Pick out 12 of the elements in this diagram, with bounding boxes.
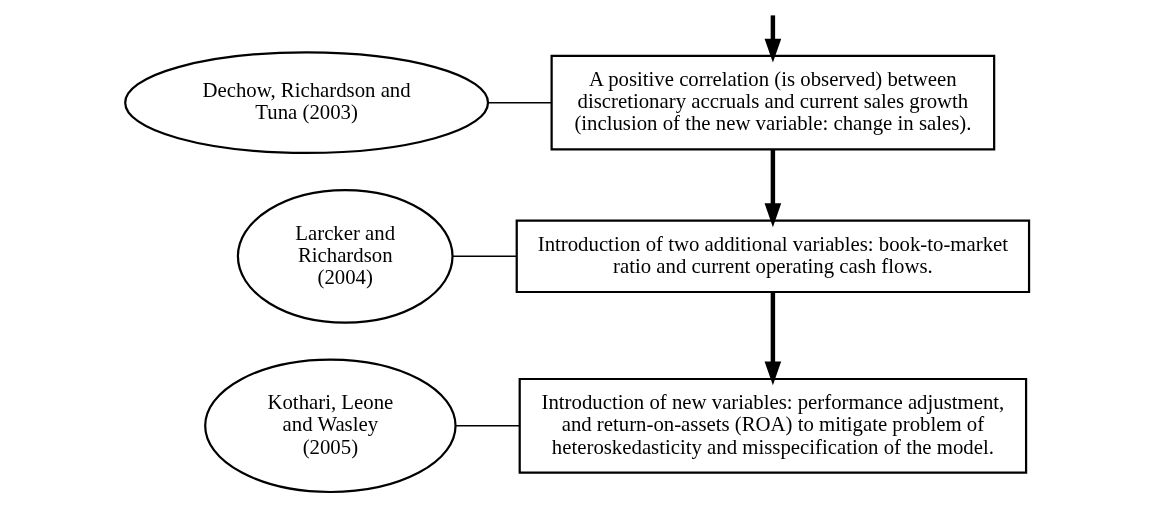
arrow [764, 149, 781, 228]
node-box: Introduction of new variables: performance adjustment, and return-on-assets (ROA) to mitigate problem of heteroskedasticity and misspecification of the model. [518, 377, 1027, 474]
arrow [764, 292, 781, 386]
connector [454, 425, 520, 427]
node-ellipse: Dechow, Richardson and Tuna (2003) [123, 51, 489, 155]
node-ellipse: Kothari, Leone and Wasley (2005) [203, 358, 457, 494]
connector [487, 101, 552, 104]
node-box: A positive correlation (is observed) between discretionary accruals and current sales growth (inclusion of the new variable: change in sales). [550, 54, 995, 151]
node-box: Introduction of two additional variables: book-to-market ratio and current operating cash flows. [515, 219, 1030, 294]
arrow [764, 15, 781, 63]
node-ellipse: Larcker and Richardson (2004) [236, 189, 454, 324]
connector [451, 255, 517, 258]
